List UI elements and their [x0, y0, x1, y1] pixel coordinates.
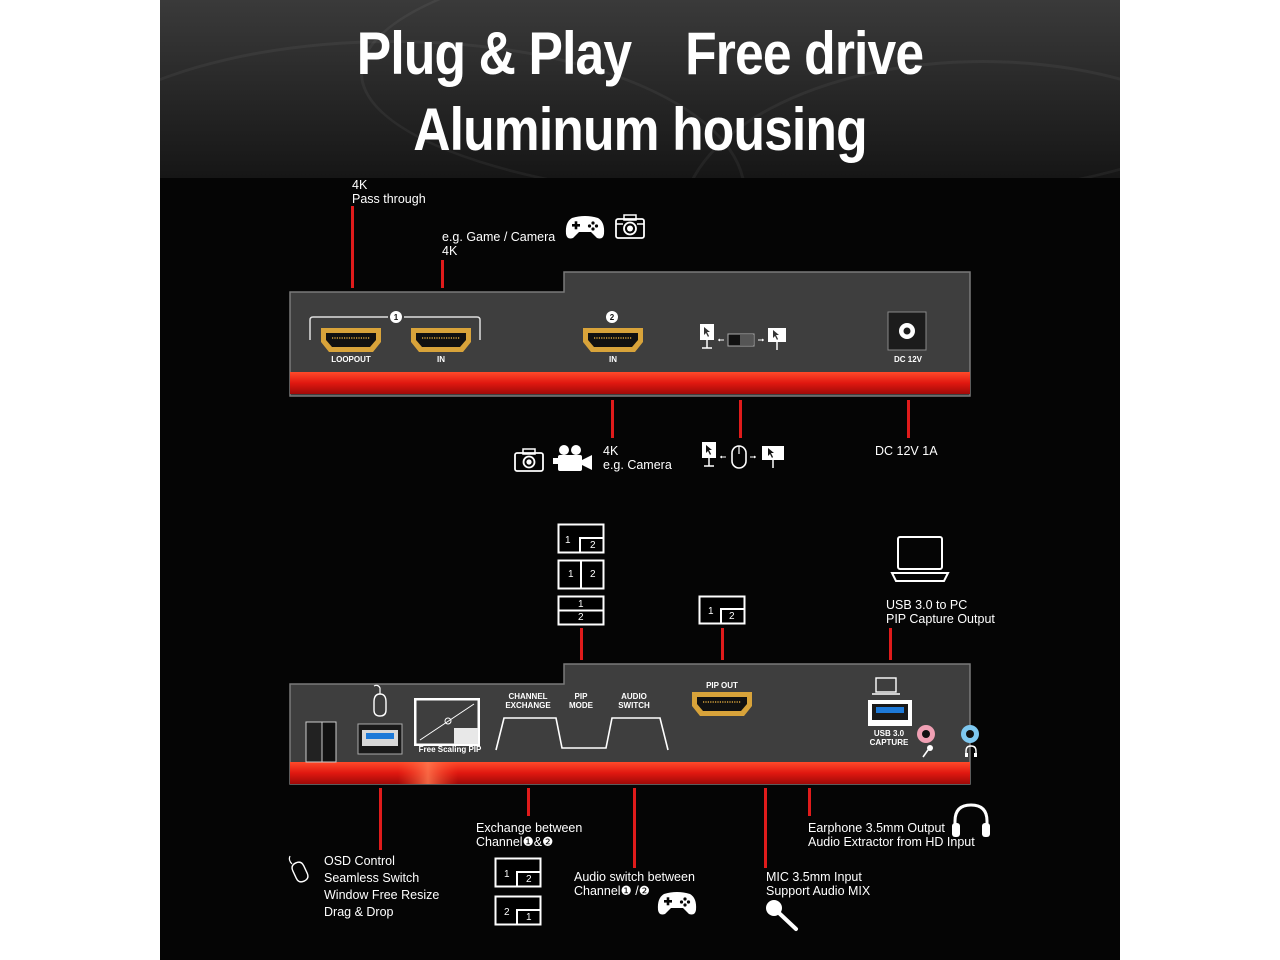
- headline-line1: Plug & Play Free drive: [356, 20, 924, 87]
- in2-callout-line: [611, 400, 614, 438]
- loopout-callout-line1: 4K: [352, 178, 368, 192]
- mouse-icon: [288, 855, 309, 883]
- capture-device-front-panel: [289, 663, 979, 785]
- camera-icon: [615, 214, 645, 239]
- exchange2-sub: 1: [526, 912, 532, 923]
- dc-callout-line: [907, 400, 910, 438]
- in2-callout-line2: e.g. Camera: [603, 458, 672, 472]
- audio-switch-callout-line1: Audio switch between: [574, 870, 695, 884]
- pip-mode-layouts: [557, 523, 605, 626]
- pip-out-layout: [698, 595, 746, 625]
- osd-callout-line3: Window Free Resize: [324, 888, 440, 902]
- free-scaling-label: Free Scaling PIP: [418, 745, 482, 754]
- exchange1-main: 1: [504, 869, 510, 880]
- exchange1-sub: 2: [526, 874, 532, 885]
- channel-exchange-label-1: CHANNEL: [508, 692, 548, 701]
- pip-mode-label-1: PIP: [574, 692, 588, 701]
- loopout-label: LOOPOUT: [331, 355, 371, 364]
- osd-callout-line: [379, 788, 382, 850]
- usb-capture-label-1: USB 3.0: [873, 729, 905, 738]
- usb-callout-line: [889, 628, 892, 660]
- mic-jack-icon: [922, 745, 933, 758]
- hdmi-loopout-port: [321, 328, 381, 352]
- in2-label: IN: [609, 355, 617, 364]
- layout-c-bottom: 2: [578, 612, 584, 623]
- product-infographic: Plug & Play Free drive Aluminum housing …: [160, 0, 1120, 960]
- exchange-callout-line1: Exchange between: [476, 821, 583, 835]
- headphones-icon: [952, 803, 990, 837]
- usb-capture-label-2: CAPTURE: [869, 738, 909, 747]
- exchange2-main: 2: [504, 907, 510, 918]
- pip-out-callout-line: [721, 628, 724, 660]
- dc-callout: DC 12V 1A: [875, 444, 938, 458]
- loopout-callout-line: [351, 206, 354, 288]
- loopout-callout-line2: Pass through: [352, 192, 426, 206]
- pip-mode-label-2: MODE: [569, 701, 593, 710]
- pip-out-main: 1: [708, 606, 714, 617]
- layout-a-sub: 2: [590, 540, 596, 551]
- osd-callout-line1: OSD Control: [324, 854, 395, 868]
- kvm-callout-line: [739, 400, 742, 438]
- kvm-switch: [700, 324, 786, 350]
- layout-b-left: 1: [568, 569, 574, 580]
- layout-b-right: 2: [590, 569, 596, 580]
- usb-pc-callout-line2: PIP Capture Output: [886, 612, 995, 626]
- microphone-icon: [766, 900, 798, 931]
- usb-pc-callout-line1: USB 3.0 to PC: [886, 598, 968, 612]
- osd-callout-line4: Drag & Drop: [324, 905, 394, 919]
- hdmi-in2-port: [583, 328, 643, 352]
- pip-out-sub: 2: [729, 611, 735, 622]
- exchange-callout-line2: Channel❶&❷: [476, 835, 554, 849]
- in1-label: IN: [437, 355, 445, 364]
- headphone-jack-icon: [965, 745, 977, 757]
- channel2-number: 2: [609, 313, 615, 322]
- gamepad-icon: [657, 892, 697, 915]
- audio-switch-callout-line: [633, 788, 636, 868]
- in1-callout-line: [441, 260, 444, 288]
- audio-switch-label-1: AUDIO: [621, 692, 647, 701]
- laptop-icon: [890, 536, 950, 582]
- headline-line2: Aluminum housing: [413, 96, 867, 163]
- audio-switch-callout-line2: Channel❶ /❷: [574, 884, 650, 898]
- camcorder-icon: [553, 445, 592, 471]
- exchange-layouts: [494, 857, 542, 926]
- dc-label: DC 12V: [893, 355, 922, 364]
- mic-callout-line2: Support Audio MIX: [766, 884, 871, 898]
- earphone-callout-line2: Audio Extractor from HD Input: [808, 835, 975, 849]
- pip-mode-callout-line: [580, 628, 583, 660]
- earphone-callout-line1: Earphone 3.5mm Output: [808, 821, 945, 835]
- earphone-callout-line: [808, 788, 811, 816]
- header-banner: Plug & Play Free drive Aluminum housing: [160, 0, 1120, 178]
- audio-switch-label-2: SWITCH: [618, 701, 650, 710]
- osd-callout-line2: Seamless Switch: [324, 871, 420, 885]
- gamepad-icon: [565, 216, 605, 239]
- in1-callout-line2: 4K: [442, 244, 458, 258]
- pip-out-label: PIP OUT: [706, 681, 738, 690]
- in1-callout-line1: e.g. Game / Camera: [442, 230, 556, 244]
- layout-a-main: 1: [565, 535, 571, 546]
- kvm-mouse-switch-icon: [702, 442, 784, 469]
- mic-callout-line1: MIC 3.5mm Input: [766, 870, 862, 884]
- exchange-callout-line: [527, 788, 530, 816]
- in2-callout-line1: 4K: [603, 444, 619, 458]
- mic-callout-line: [764, 788, 767, 868]
- channel1-number: 1: [393, 313, 399, 322]
- hdmi-in1-port: [411, 328, 471, 352]
- channel-exchange-label-2: EXCHANGE: [505, 701, 551, 710]
- layout-c-top: 1: [578, 599, 584, 610]
- camera-icon: [514, 448, 544, 472]
